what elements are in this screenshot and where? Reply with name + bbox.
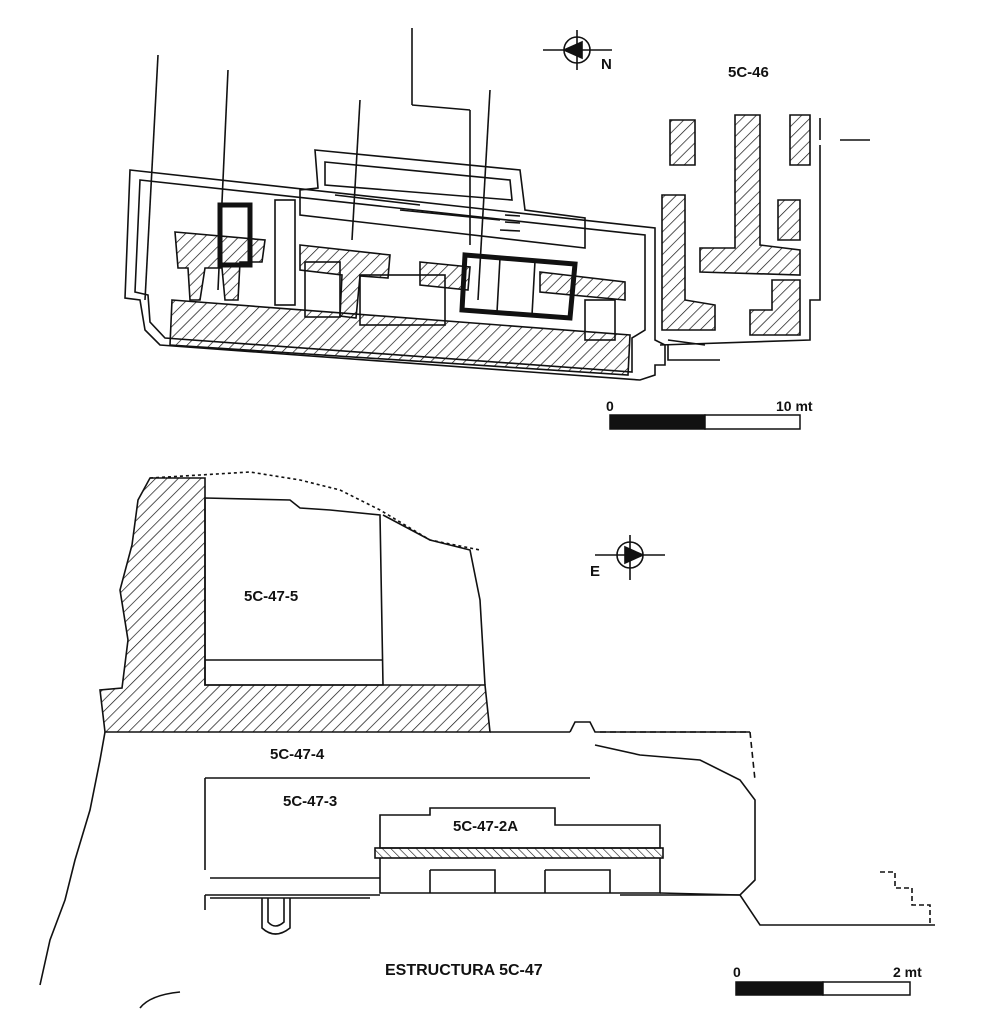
scale-bar-top [609,414,801,430]
scale-bottom-start: 0 [733,964,741,980]
platform-outline [124,169,666,381]
level-label-5c-47-2a: 5C-47-2A [453,818,519,835]
level-label-5c-47-4: 5C-47-4 [270,746,325,763]
plan-5c-46 [124,28,666,381]
north-label: N [601,56,612,73]
level-label-5c-47-5: 5C-47-5 [244,588,299,605]
scale-top-end: 10 mt [776,398,813,414]
scale-bottom-end: 2 mt [893,964,922,980]
north-arrow-icon [543,30,612,70]
orientation-label: E [590,563,601,580]
plan-5c-46-east-wing [659,114,870,361]
section-5c-47 [39,471,935,1009]
level-label-5c-47-3: 5C-47-3 [283,793,338,810]
section-caption: ESTRUCTURA 5C-47 [385,962,543,979]
scale-bar-bottom [735,981,911,996]
scale-top-start: 0 [606,398,614,414]
structure-label-5c-46: 5C-46 [728,64,769,81]
orientation-arrow-icon [595,535,665,580]
